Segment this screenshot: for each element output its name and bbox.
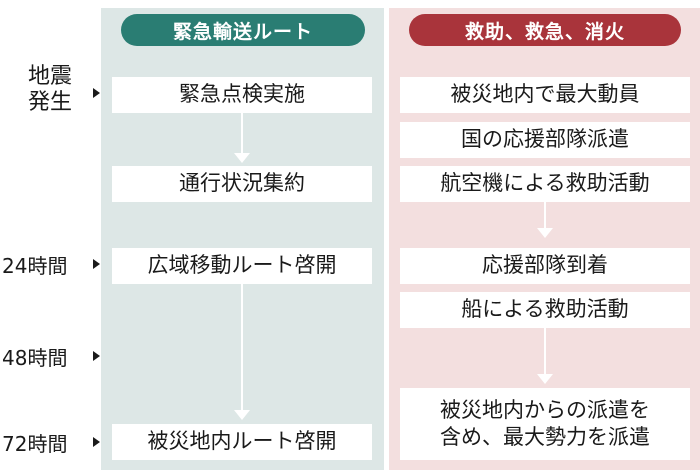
timeline-start-line-2: 発生 xyxy=(28,90,73,116)
left-step-traffic-aggregation: 通行状況集約 xyxy=(112,166,372,202)
rescue-header: 救助、救急、消火 xyxy=(409,14,681,46)
left-arrow-2-icon xyxy=(234,410,250,420)
timeline-start-label: 地震 発生 xyxy=(28,64,72,117)
left-arrow-1-icon xyxy=(234,153,250,163)
right-step-full-force-line-2: 含め、最大勢力を派遣 xyxy=(440,425,650,449)
right-arrow-1-icon xyxy=(537,228,553,238)
timeline-72h-marker-icon xyxy=(93,437,100,447)
emergency-route-header: 緊急輸送ルート xyxy=(121,14,365,46)
timeline-24h-marker-icon xyxy=(93,259,100,269)
timeline-start-line-1: 地震 xyxy=(28,64,73,89)
timeline-start-marker-icon xyxy=(93,88,100,98)
right-step-full-force-line-1: 被災地内からの派遣を xyxy=(440,397,650,422)
left-connector-1 xyxy=(241,113,243,153)
right-step-full-force-dispatch: 被災地内からの派遣を 含め、最大勢力を派遣 xyxy=(400,388,690,460)
emergency-route-column: 緊急輸送ルート 緊急点検実施 通行状況集約 広域移動ルート啓開 被災地内ルート啓… xyxy=(101,8,384,470)
right-step-reinforcements-arrive: 応援部隊到着 xyxy=(400,248,690,284)
left-connector-2 xyxy=(241,284,243,410)
right-step-ship-rescue: 船による救助活動 xyxy=(400,292,690,328)
timeline-mark-72h: 72時間 xyxy=(2,432,68,456)
rescue-column: 救助、救急、消火 被災地内で最大動員 国の応援部隊派遣 航空機による救助活動 応… xyxy=(389,8,700,470)
timeline-mark-24h: 24時間 xyxy=(2,254,68,278)
left-step-wide-area-route: 広域移動ルート啓開 xyxy=(112,248,372,284)
right-arrow-2-icon xyxy=(537,374,553,384)
left-step-inspection: 緊急点検実施 xyxy=(112,77,372,113)
right-step-max-mobilization: 被災地内で最大動員 xyxy=(400,77,690,113)
timeline-48h-marker-icon xyxy=(93,351,100,361)
right-connector-2 xyxy=(544,328,546,374)
timeline-mark-48h: 48時間 xyxy=(2,346,68,370)
right-step-aircraft-rescue: 航空機による救助活動 xyxy=(400,166,690,202)
left-step-disaster-area-route: 被災地内ルート啓開 xyxy=(112,424,372,460)
right-connector-1 xyxy=(544,202,546,228)
right-step-national-dispatch: 国の応援部隊派遣 xyxy=(400,122,690,158)
